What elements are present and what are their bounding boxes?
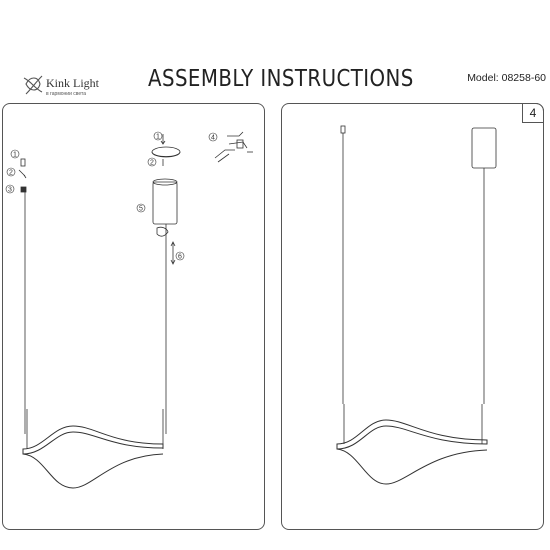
step-4-label: 4 bbox=[211, 135, 215, 142]
wire-stop-part bbox=[20, 186, 27, 193]
assembly-steps-panel: 1 2 3 1 2 4 5 6 bbox=[2, 103, 265, 530]
step-1-label-left: 1 bbox=[13, 152, 17, 159]
wave-lamp-lower bbox=[336, 448, 488, 485]
brand-name: Kink Light bbox=[46, 76, 99, 90]
canopy-cylinder bbox=[471, 127, 497, 169]
assembled-lamp-panel: 4 bbox=[281, 103, 544, 530]
hand-icon bbox=[156, 226, 169, 237]
wave-lamp-lower bbox=[22, 453, 164, 489]
page-title: ASSEMBLY INSTRUCTIONS bbox=[148, 66, 414, 92]
step-2-label-plate: 2 bbox=[150, 160, 154, 167]
step-2-label-left: 2 bbox=[9, 170, 13, 177]
wire-clamp-part bbox=[340, 125, 346, 134]
step-1-label-plate: 1 bbox=[156, 134, 160, 141]
assembled-lamp-drawing bbox=[336, 125, 497, 485]
assembly-drawing: 1 2 3 1 2 4 5 6 bbox=[5, 131, 253, 489]
step-6-label: 6 bbox=[178, 254, 182, 261]
kink-light-logo bbox=[23, 75, 43, 95]
step-5-label: 5 bbox=[139, 206, 143, 213]
wiring-detail bbox=[214, 131, 253, 163]
brand-tagline: в гармонии света bbox=[46, 91, 87, 97]
wave-lamp-upper bbox=[336, 419, 488, 450]
model-number: Model: 08258-60 bbox=[467, 72, 546, 84]
step-3-label: 3 bbox=[8, 187, 12, 194]
canopy-cylinder bbox=[152, 181, 178, 225]
wave-lamp-upper bbox=[22, 425, 164, 455]
page-number: 4 bbox=[522, 103, 544, 123]
wire-clamp-part bbox=[20, 158, 26, 167]
